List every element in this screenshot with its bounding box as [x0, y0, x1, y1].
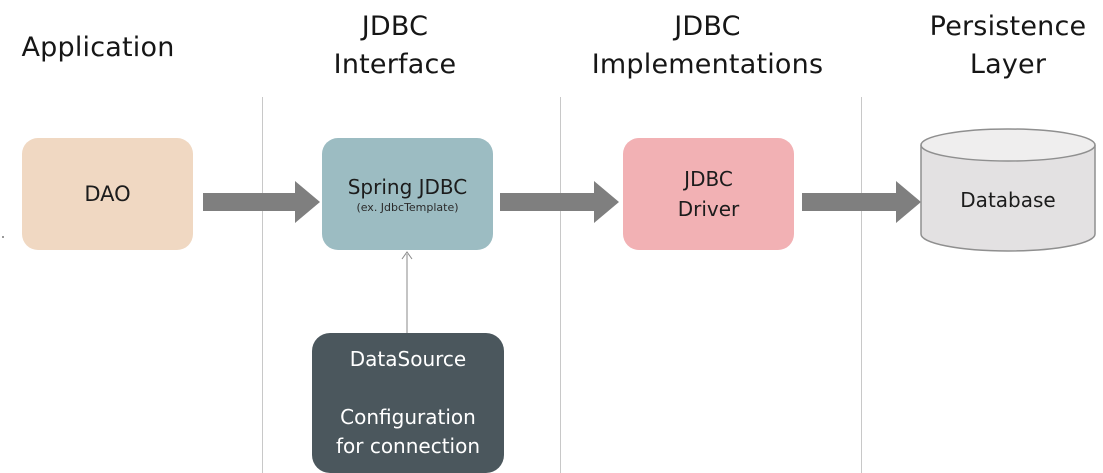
- node-datasource-desc-line: for connection: [335, 434, 481, 458]
- column-header-line: Layer: [969, 49, 1047, 80]
- edge-marker: [2, 236, 4, 238]
- column-header-line: Implementations: [591, 49, 824, 80]
- column-header-persistence-layer: Persistence Layer: [918, 8, 1098, 84]
- column-header-jdbc-interface: JDBC Interface: [305, 8, 485, 84]
- column-header-jdbc-implementations: JDBC Implementations: [585, 8, 830, 84]
- column-separator: [560, 97, 561, 473]
- arrow-dao-to-spring-jdbc: [203, 181, 320, 223]
- column-header-line: Interface: [333, 49, 457, 80]
- node-jdbc-driver-line2: Driver: [677, 197, 740, 221]
- node-datasource: DataSource Configuration for connection: [312, 333, 504, 473]
- node-datasource-title: DataSource: [349, 347, 467, 371]
- node-dao: DAO: [22, 138, 193, 250]
- column-header-application: Application: [10, 29, 186, 67]
- column-header-line: JDBC: [361, 11, 429, 42]
- node-spring-jdbc-label: Spring JDBC: [347, 174, 468, 199]
- column-separator: [262, 97, 263, 473]
- database-cylinder-icon: [920, 128, 1096, 252]
- arrow-shape: [802, 181, 921, 223]
- node-jdbc-driver-line1: JDBC: [684, 167, 733, 191]
- node-dao-label: DAO: [84, 182, 131, 206]
- node-datasource-description: Configuration for connection: [336, 403, 480, 461]
- node-spring-jdbc: Spring JDBC (ex. JdbcTemplate): [322, 138, 493, 250]
- node-database-label: Database: [960, 188, 1056, 212]
- arrow-datasource-to-spring-jdbc: [401, 251, 413, 334]
- node-spring-jdbc-sublabel: (ex. JdbcTemplate): [356, 200, 459, 214]
- column-separator: [861, 97, 862, 473]
- arrow-shape: [500, 181, 619, 223]
- column-header-line: Application: [21, 32, 175, 63]
- node-jdbc-driver: JDBC Driver: [623, 138, 794, 250]
- cylinder-body: [920, 145, 1096, 252]
- cylinder-top: [920, 128, 1096, 162]
- arrow-spring-jdbc-to-driver: [500, 181, 619, 223]
- arrow-shape: [203, 181, 320, 223]
- arrow-driver-to-database: [802, 181, 921, 223]
- column-header-line: Persistence: [929, 11, 1087, 42]
- node-datasource-desc-line: Configuration: [340, 405, 476, 429]
- arrow-head: [401, 251, 413, 260]
- column-header-line: JDBC: [674, 11, 741, 42]
